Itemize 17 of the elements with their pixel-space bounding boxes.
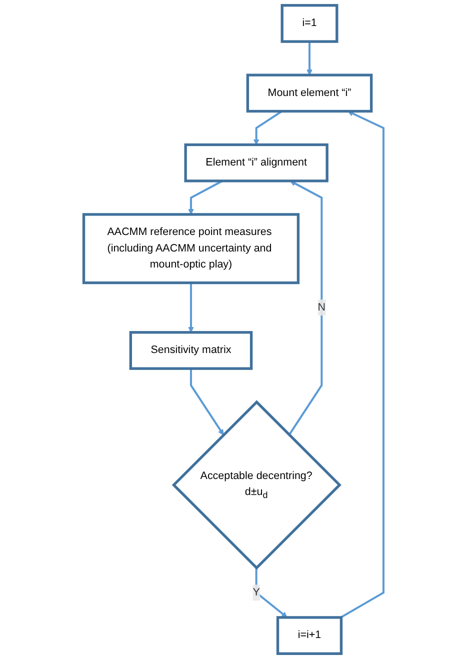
node-box: i=1 [280, 4, 338, 43]
edge-label: Y [252, 586, 260, 598]
node-box: Mount element “i” [246, 74, 373, 113]
node-box: AACMM reference point measures (including AACMM uncertainty and mount-optic play) [82, 213, 300, 284]
arrow [255, 568, 288, 618]
arrow [306, 42, 312, 76]
node-box: Element “i” alignment [184, 143, 328, 182]
arrow [288, 180, 323, 436]
edge-label: N [318, 302, 326, 313]
node-box: Sensitivity matrix [129, 331, 253, 370]
arrow [188, 180, 223, 215]
node-diamond: Acceptable decentring? d±u$_{d}$ [172, 400, 342, 570]
arrow [340, 110, 384, 618]
arrow [253, 110, 282, 146]
node-box: i=i+1 [276, 616, 342, 655]
arrow [190, 368, 224, 436]
arrow [188, 282, 194, 333]
